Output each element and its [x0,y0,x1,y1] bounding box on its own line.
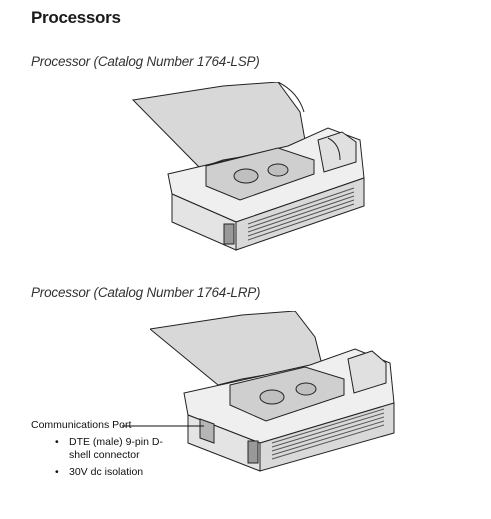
callout-title: Communications Port [31,419,132,431]
processor-lrp-illustration [150,311,395,472]
callout-bullet: • DTE (male) 9-pin D-shell connector [31,436,179,462]
figure-caption-lsp: Processor (Catalog Number 1764-LSP) [31,54,260,69]
callout-bullet-text: DTE (male) 9-pin D-shell connector [69,436,163,461]
communications-port-callout: Communications Port • DTE (male) 9-pin D… [31,419,179,479]
processor-lsp-illustration [131,82,365,251]
page-title: Processors [31,8,121,27]
callout-leader-line [122,425,204,427]
callout-bullet: • 30V dc isolation [55,466,144,478]
callout-bullet-text: 30V dc isolation [69,466,144,478]
figure-caption-lrp: Processor (Catalog Number 1764-LRP) [31,285,261,300]
